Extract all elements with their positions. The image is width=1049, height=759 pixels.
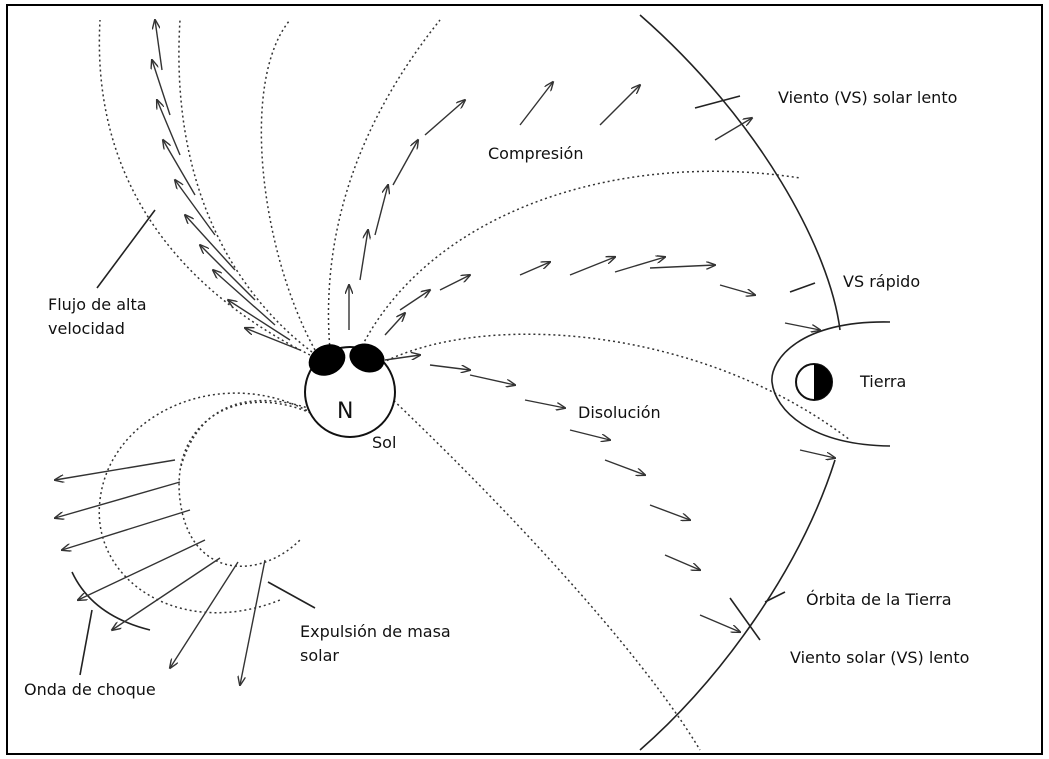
- earth-orbit-upper: [639, 14, 841, 331]
- label-sun: Sol: [372, 433, 396, 452]
- label-earth-orbit: Órbita de la Tierra: [806, 590, 952, 609]
- sun-spot-left: [308, 344, 346, 376]
- flow-arrows: [55, 20, 835, 685]
- field-line-lower: [377, 333, 851, 441]
- earth: [795, 363, 833, 401]
- orbit-ticks: [694, 95, 816, 641]
- sun-spot-right: [349, 343, 385, 373]
- field-line-mid: [359, 170, 801, 351]
- label-slow-wind-top: Viento (VS) solar lento: [778, 88, 957, 107]
- field-line-upper-arc: [260, 19, 316, 351]
- diagram-border: [6, 4, 1043, 755]
- label-compression: Compresión: [488, 144, 583, 163]
- earth-orbit-lower: [639, 459, 836, 751]
- sun: N: [304, 343, 396, 438]
- label-high-speed-2: velocidad: [48, 319, 125, 338]
- cme-bubble-outer: [98, 392, 321, 614]
- label-fast-wind: VS rápido: [843, 272, 920, 291]
- earth-magnetosphere: [771, 321, 891, 447]
- shock-wave-front: [71, 571, 151, 631]
- label-high-speed-1: Flujo de alta: [48, 295, 147, 314]
- label-slow-wind-bottom: Viento solar (VS) lento: [790, 648, 969, 667]
- leader-lines: [79, 209, 316, 676]
- label-earth: Tierra: [859, 372, 906, 391]
- label-dissolution: Disolución: [578, 403, 661, 422]
- field-lines: [98, 19, 851, 751]
- field-line-left-outer: [98, 19, 311, 356]
- field-line-down-right: [371, 379, 701, 751]
- cme-bubble-inner: [178, 401, 316, 567]
- sun-symbol: N: [337, 399, 353, 424]
- label-shock-wave: Onda de choque: [24, 680, 156, 699]
- field-line-sun-left: [179, 399, 321, 471]
- field-line-left-inner: [178, 19, 313, 353]
- label-cme-1: Expulsión de masa: [300, 622, 451, 641]
- label-cme-2: solar: [300, 646, 339, 665]
- field-line-center: [327, 19, 441, 351]
